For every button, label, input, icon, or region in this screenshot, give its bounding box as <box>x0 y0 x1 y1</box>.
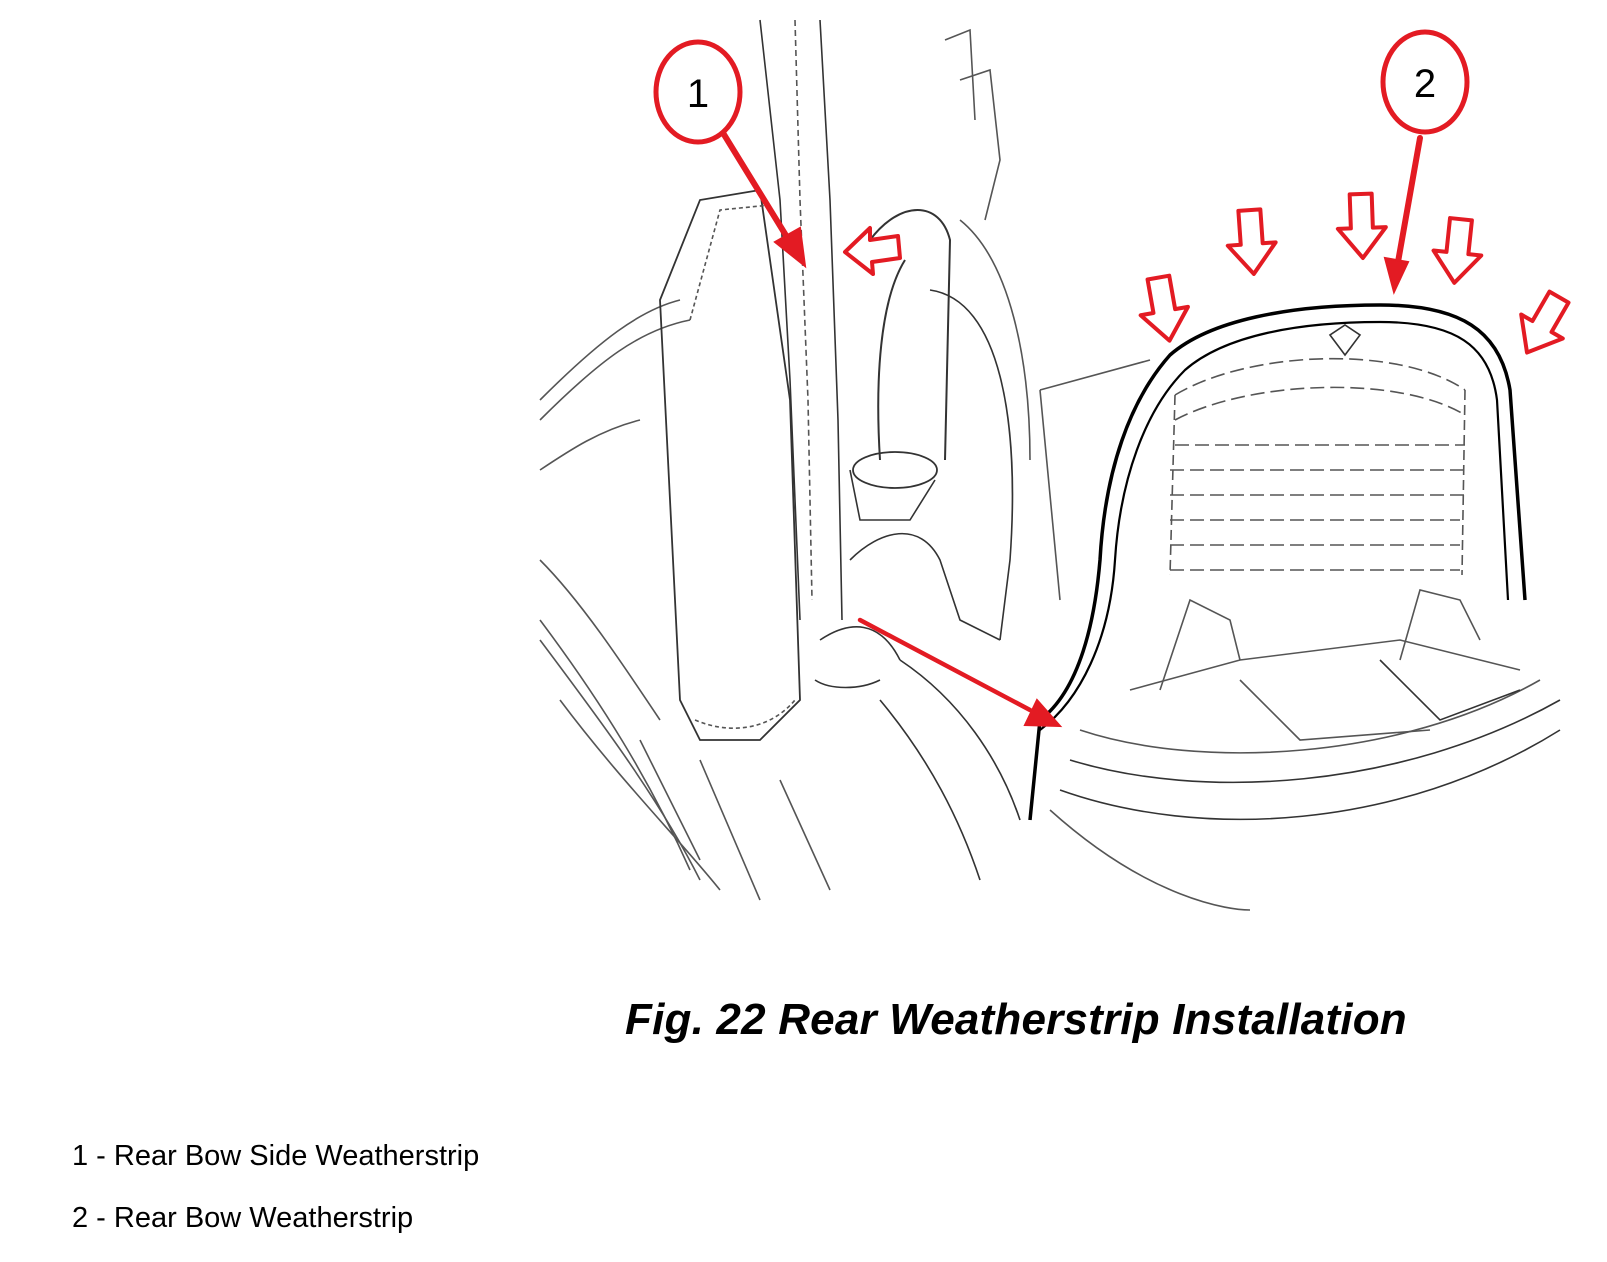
weatherstrip-installation-illustration: 1 2 <box>539 19 1582 911</box>
press-down-arrow-icon <box>1504 283 1582 367</box>
legend-item-2: 2 - Rear Bow Weatherstrip <box>72 1202 414 1234</box>
legend: 1 - Rear Bow Side Weatherstrip 2 - Rear … <box>72 1138 479 1262</box>
press-down-arrow-icon <box>1337 193 1387 259</box>
press-down-arrow-icon <box>1132 271 1196 347</box>
press-down-arrow-icon <box>1428 214 1487 288</box>
callout-1-number: 1 <box>687 72 709 116</box>
callout-1: 1 <box>653 39 743 145</box>
press-arrows <box>843 193 1582 367</box>
callout-2: 2 <box>1380 29 1470 135</box>
press-left-arrow-icon <box>843 226 902 276</box>
vehicle-body-linework <box>539 19 1031 901</box>
press-down-arrow-icon <box>1223 206 1280 278</box>
callout-2-number: 2 <box>1414 62 1436 106</box>
legend-item-1: 1 - Rear Bow Side Weatherstrip <box>72 1140 480 1172</box>
rear-bow-weatherstrip <box>1028 303 1527 821</box>
leader-arrows <box>717 125 1423 728</box>
figure-caption: Fig. 22 Rear Weatherstrip Installation <box>625 995 1407 1044</box>
rear-bow-linework <box>1039 324 1561 911</box>
